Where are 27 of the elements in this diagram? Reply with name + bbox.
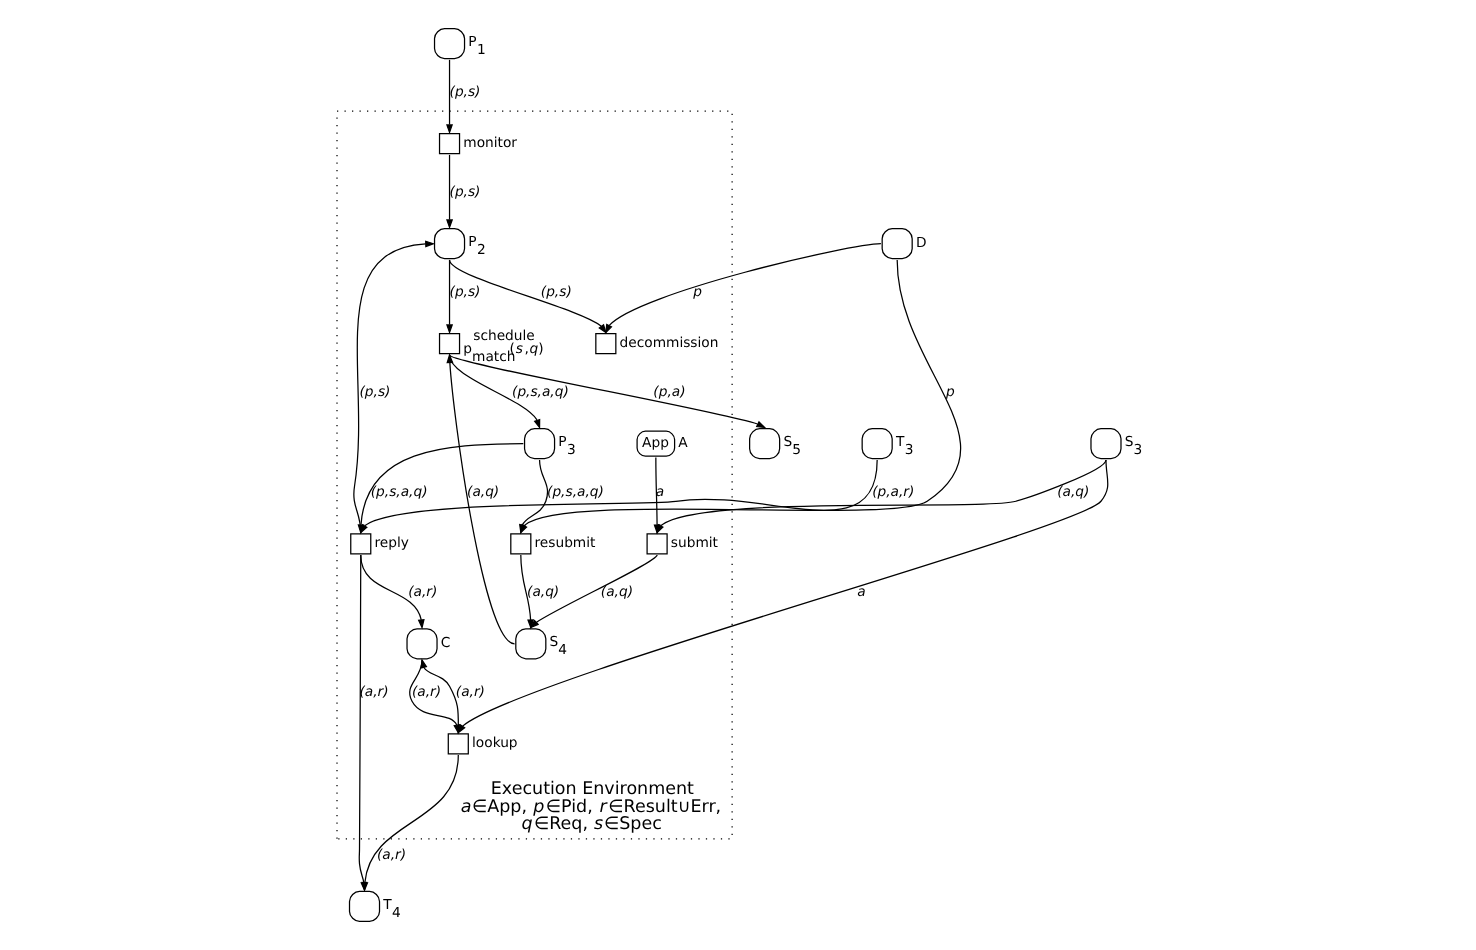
node-box [594,333,616,355]
arrow [445,59,453,135]
node-circle [514,628,546,660]
node-box [645,533,667,555]
node-circle [748,428,780,460]
node-box [437,333,460,355]
arrow [528,554,657,629]
node-box [349,533,371,555]
node-circle [1089,428,1121,460]
node-circle [405,628,437,660]
node-circle [880,228,912,260]
node-circle [522,428,555,460]
arrow [447,259,606,334]
node-circle [432,228,465,260]
arrow [456,459,1108,735]
node-circle [347,890,380,922]
node-circle [860,428,892,460]
arrow [604,243,881,335]
node-box [509,533,531,555]
node-box [446,733,468,755]
arrow [445,154,453,230]
node-circle [432,28,465,60]
node-box [437,133,460,155]
arrow [359,554,424,630]
arrow [445,259,453,335]
arrow [519,554,534,630]
arrow [655,459,1106,535]
